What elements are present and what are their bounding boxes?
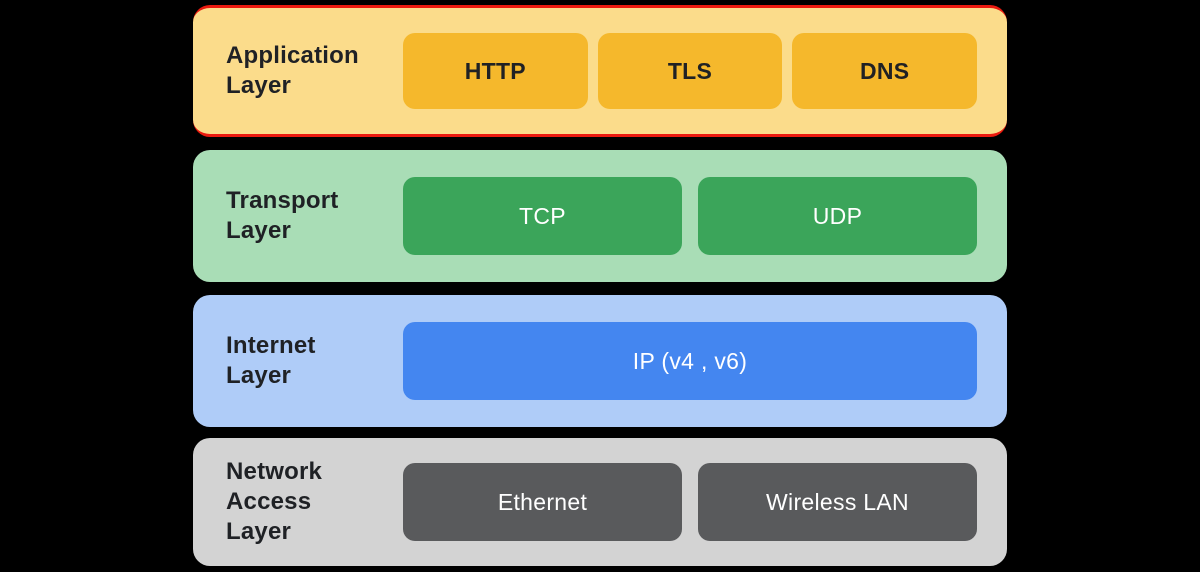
network-access-protocol-chips: Ethernet Wireless LAN: [403, 463, 977, 541]
internet-layer-row: Internet Layer IP (v4 , v6): [193, 295, 1007, 427]
transport-layer-label: Transport Layer: [226, 187, 339, 244]
application-protocol-chips: HTTP TLS DNS: [403, 33, 978, 109]
application-layer-label: Application Layer: [226, 42, 359, 99]
protocol-chip-http: HTTP: [403, 33, 588, 109]
protocol-chip-wireless-lan: Wireless LAN: [698, 463, 977, 541]
network-access-layer-row: Network Access Layer Ethernet Wireless L…: [193, 438, 1007, 566]
application-layer-row: Application Layer HTTP TLS DNS: [193, 5, 1007, 137]
protocol-chip-tls: TLS: [597, 33, 783, 109]
internet-layer-label: Internet Layer: [226, 332, 316, 389]
protocol-chip-dns: DNS: [792, 33, 978, 109]
protocol-chip-ip: IP (v4 , v6): [403, 322, 977, 400]
protocol-chip-udp: UDP: [698, 177, 977, 255]
transport-layer-row: Transport Layer TCP UDP: [193, 150, 1007, 282]
network-access-layer-label: Network Access Layer: [226, 458, 323, 545]
internet-protocol-chips: IP (v4 , v6): [403, 322, 977, 400]
transport-protocol-chips: TCP UDP: [403, 177, 977, 255]
protocol-chip-ethernet: Ethernet: [403, 463, 682, 541]
protocol-chip-tcp: TCP: [403, 177, 682, 255]
